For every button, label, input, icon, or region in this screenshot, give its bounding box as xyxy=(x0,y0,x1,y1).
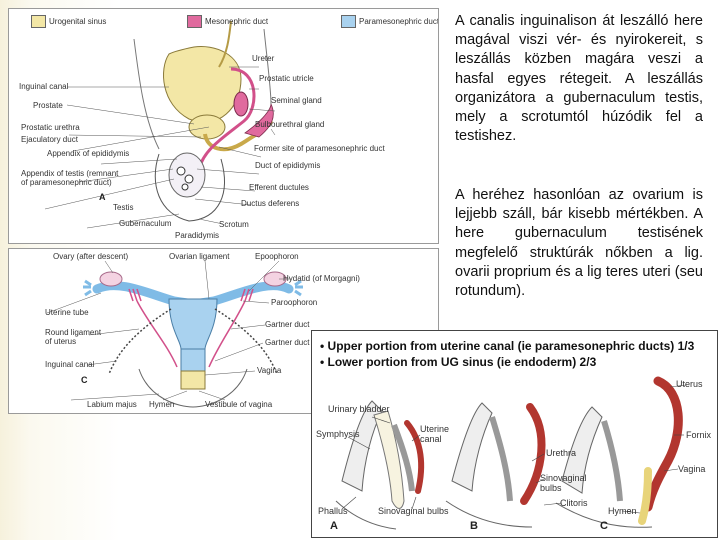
bullet-upper-text: Upper portion from uterine canal (ie par… xyxy=(327,339,695,353)
label-prostatic-utricle: Prostatic utricle xyxy=(259,74,314,83)
legend-mesonephric: Mesonephric duct xyxy=(205,17,269,26)
legend-urogenital: Urogenital sinus xyxy=(49,17,107,26)
label-ductus-deferens: Ductus deferens xyxy=(241,199,300,208)
label-labium: Labium majus xyxy=(87,400,137,409)
label-testis: Testis xyxy=(113,203,134,212)
label-fornix: Fornix xyxy=(686,430,712,440)
label-ovarian-ligament: Ovarian ligament xyxy=(169,252,230,261)
label-gartner-duct: Gartner duct xyxy=(265,320,310,329)
label-round-ligament: Round ligament xyxy=(45,328,102,337)
label-vagina-female: Vagina xyxy=(257,366,282,375)
legend-swatch-mesonephric xyxy=(187,15,202,28)
label-urinary-bladder: Urinary bladder xyxy=(328,404,390,414)
label-seminal-gland: Seminal gland xyxy=(271,96,322,105)
male-diagram-drawing xyxy=(44,20,276,229)
label-prostatic-urethra: Prostatic urethra xyxy=(21,123,80,132)
label-urethra: Urethra xyxy=(546,448,577,458)
label-sinovaginal: Sinovaginal xyxy=(540,473,587,483)
vagina-development-diagram: • Upper portion from uterine canal (ie p… xyxy=(311,330,718,538)
label-letter-b: B xyxy=(470,520,478,532)
label-uterine-canal: Uterine xyxy=(420,424,450,434)
label-inguinal-canal: Inguinal canal xyxy=(19,82,69,91)
label-epoophoron: Epoophoron xyxy=(255,252,299,261)
label-paroophoron: Paroophoron xyxy=(271,298,318,307)
label-panel-c: C xyxy=(81,375,88,385)
bullet-lower-portion: • Lower portion from UG sinus (ie endode… xyxy=(320,355,597,369)
label-uterine-tube: Uterine tube xyxy=(45,308,89,317)
label-appendix-testis-2: of paramesonephric duct) xyxy=(21,178,112,187)
label-gartner-cyst: Gartner duct cyst xyxy=(265,338,326,347)
label-gubernaculum: Gubernaculum xyxy=(119,219,172,228)
label-round-ligament-2: of uterus xyxy=(45,337,77,346)
label-hymen-female: Hymen xyxy=(149,400,175,409)
label-former-site: Former site of paramesonephric duct xyxy=(254,144,385,153)
label-symphysis: Symphysis xyxy=(316,429,360,439)
label-hymen-embryo: Hymen xyxy=(608,506,637,516)
legend-paramesonephric: Paramesonephric duct xyxy=(359,17,439,26)
label-sinovaginal-2: bulbs xyxy=(540,483,562,493)
label-letter-c: C xyxy=(600,520,608,532)
label-bulbourethral-gland: Bulbourethral gland xyxy=(255,120,325,129)
label-appendix-epididymis: Appendix of epididymis xyxy=(47,149,130,158)
label-ejaculatory-duct: Ejaculatory duct xyxy=(21,135,78,144)
bullet-upper-portion: • Upper portion from uterine canal (ie p… xyxy=(320,339,695,353)
label-phallus: Phallus xyxy=(318,506,348,516)
legend-swatch-paramesonephric xyxy=(341,15,356,28)
label-sinovaginal-bottom: Sinovaginal bulbs xyxy=(378,506,449,516)
label-appendix-testis: Appendix of testis (remnant xyxy=(21,169,119,178)
label-prostate: Prostate xyxy=(33,101,63,110)
paragraph-ovarian-descent: A heréhez hasonlóan az ovarium is lejjeb… xyxy=(455,187,703,300)
legend-swatch-urogenital xyxy=(31,15,46,28)
label-scrotum: Scrotum xyxy=(219,220,249,229)
female-diagram-drawing xyxy=(46,260,303,408)
label-efferent-ductules: Efferent ductules xyxy=(249,183,309,192)
label-panel-a: A xyxy=(99,192,106,202)
label-vestibule: Vestibule of vagina xyxy=(205,400,273,409)
label-ovary: Ovary (after descent) xyxy=(53,252,129,261)
bullet-lower-text: Lower portion from UG sinus (ie endoderm… xyxy=(327,355,597,369)
label-vagina-embryo: Vagina xyxy=(678,464,706,474)
label-uterine-canal-2: canal xyxy=(420,434,442,444)
label-letter-a: A xyxy=(330,520,338,532)
label-duct-epididymis: Duct of epididymis xyxy=(255,161,321,170)
paragraph-inguinal-descent: A canalis inguinalison át leszálló here … xyxy=(455,13,703,145)
label-clitoris: Clitoris xyxy=(560,498,588,508)
label-paradidymis: Paradidymis xyxy=(175,231,220,240)
label-uterus: Uterus xyxy=(676,379,703,389)
label-inguinal-canal-female: Inguinal canal xyxy=(45,360,95,369)
label-ureter: Ureter xyxy=(252,54,275,63)
label-hydatid: Hydatid (of Morgagni) xyxy=(283,274,360,283)
male-genital-diagram: Urogenital sinus Mesonephric duct Parame… xyxy=(8,8,439,244)
embryo-diagram-drawing xyxy=(335,376,687,530)
